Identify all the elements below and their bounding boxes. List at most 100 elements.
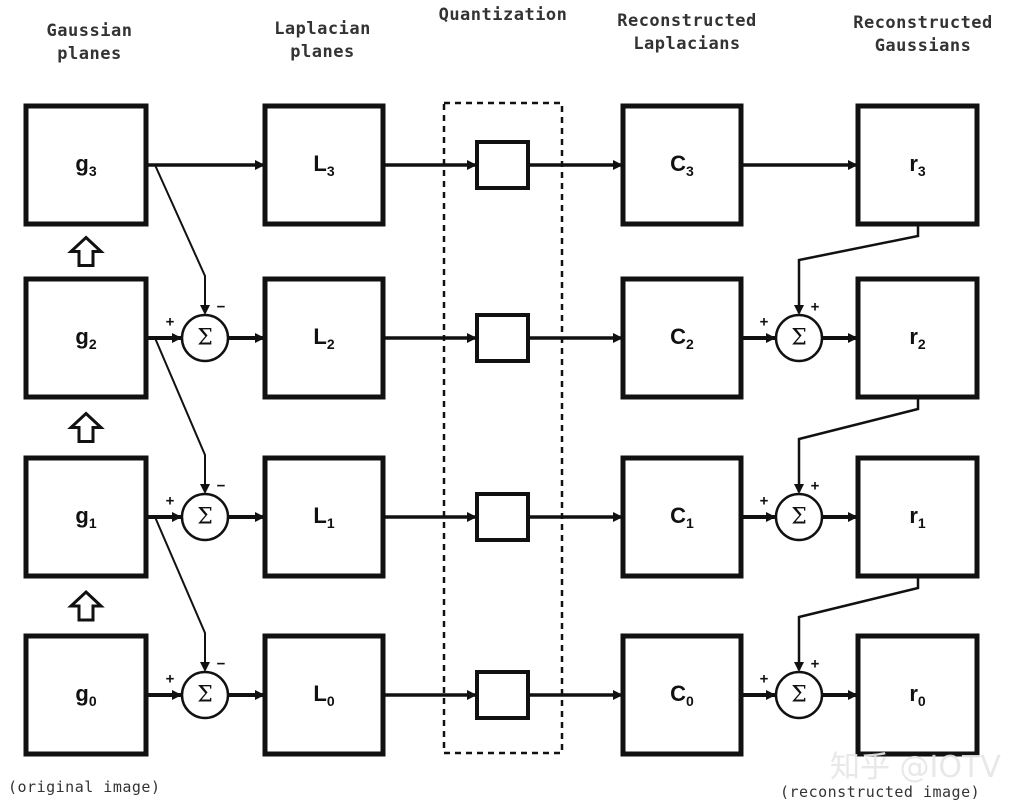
level-1-r-upsample-arrow [794, 484, 804, 494]
g-label-0-letter: g [75, 681, 89, 706]
level-0-g-expand-arrow [200, 662, 210, 672]
level-0-sum-to-r-arrow [848, 690, 858, 700]
C-label-2: C2 [670, 324, 694, 352]
L-label-3: L3 [313, 151, 334, 179]
level-0-sum-to-L-arrow [255, 690, 265, 700]
r-label-0-letter: r [909, 681, 918, 706]
g-label-2-subscript: 2 [88, 336, 97, 352]
header-quantization: Quantization [438, 5, 568, 25]
r-label-1-letter: r [909, 503, 918, 528]
level-2-quantizer-to-C-arrow [613, 333, 623, 343]
level-0-r-upsample-arrow [794, 662, 804, 672]
level-0-g-expand-path [154, 516, 206, 670]
r-label-2: r2 [909, 324, 925, 352]
L-label-3-letter: L [313, 151, 327, 176]
C-box-0 [620, 633, 744, 757]
level-1-g-to-sum-arrow [172, 512, 182, 522]
g-label-0: g0 [75, 681, 96, 709]
L-label-0-subscript: 0 [326, 693, 335, 709]
reduce-arrow-icon-0 [67, 235, 105, 267]
level-2-sum-to-L-arrow [255, 333, 265, 343]
g-label-3-subscript: 3 [88, 163, 97, 179]
r-label-1: r1 [909, 503, 925, 531]
r-label-3-subscript: 3 [917, 163, 926, 179]
reduce-arrow-icon-1 [67, 411, 105, 443]
synthesis-sum-1-top-sign: + [810, 477, 820, 495]
C-label-2-letter: C [670, 324, 687, 349]
r-label-2-subscript: 2 [917, 336, 926, 352]
quantizer-box-1 [475, 492, 530, 542]
g-label-1-letter: g [75, 503, 89, 528]
synthesis-sum-1-left-sign: + [759, 492, 769, 510]
level-0-L-to-quantizer-arrow [467, 690, 477, 700]
L-label-0: L0 [313, 681, 334, 709]
analysis-sum-1-left-sign: + [165, 492, 175, 510]
g-box-0 [23, 633, 149, 757]
L-label-3-subscript: 3 [326, 163, 335, 179]
synthesis-sum-0-top-sign: + [810, 655, 820, 673]
L-label-2-subscript: 2 [326, 336, 335, 352]
analysis-sum-2-sigma-symbol: Σ [197, 325, 213, 351]
C-label-0-letter: C [670, 681, 687, 706]
level-1-L-to-quantizer-arrow [467, 512, 477, 522]
level-0-quantizer-to-C-arrow [613, 690, 623, 700]
synthesis-sum-2-left-sign: + [759, 313, 769, 331]
level-1-sum-to-L-arrow [255, 512, 265, 522]
synthesis-sum-2-top-sign: + [810, 298, 820, 316]
g-label-0-subscript: 0 [88, 693, 97, 709]
L-label-1-subscript: 1 [326, 515, 335, 531]
g-box-3 [23, 103, 149, 227]
level-1-quantizer-to-C-arrow [613, 512, 623, 522]
level-1-g-expand-path [154, 337, 206, 492]
C-label-1-letter: C [670, 503, 687, 528]
L-label-0-letter: L [313, 681, 327, 706]
level-2-r-upsample-arrow [794, 305, 804, 315]
L-label-1: L1 [313, 503, 334, 531]
synthesis-sum-0-left-sign: + [759, 670, 769, 688]
r-label-1-subscript: 1 [917, 515, 926, 531]
level-1-r-upsample-path [797, 397, 920, 492]
watermark: 知乎 @IOTV [830, 750, 1001, 785]
quantizer-box-0 [475, 670, 530, 720]
level-3-g-to-L-arrow [255, 160, 265, 170]
g-label-1-subscript: 1 [88, 515, 97, 531]
synthesis-sum-0-sigma-symbol: Σ [791, 682, 807, 708]
C-label-3: C3 [670, 151, 694, 179]
analysis-sum-0-top-sign: − [216, 655, 226, 673]
analysis-sum-0-left-sign: + [165, 670, 175, 688]
level-1-sum-to-r-arrow [848, 512, 858, 522]
C-label-3-subscript: 3 [686, 163, 694, 179]
level-0-r-upsample-path [797, 576, 920, 670]
L-box-2 [262, 276, 386, 400]
r-box-3 [855, 103, 980, 227]
header-reconstructed-laplacians: Reconstructed Laplacians [617, 11, 757, 54]
level-0-g-to-sum-arrow [172, 690, 182, 700]
header-gaussian-planes: Gaussian planes [46, 21, 133, 64]
level-3-C-to-r-arrow [848, 160, 858, 170]
r-label-3: r3 [909, 151, 925, 179]
C-label-0-subscript: 0 [686, 693, 694, 709]
level-2-sum-to-r-arrow [848, 333, 858, 343]
level-2-g-to-sum-arrow [172, 333, 182, 343]
L-label-2-letter: L [313, 324, 327, 349]
C-label-0: C0 [670, 681, 694, 709]
quantizer-box-2 [475, 313, 530, 363]
analysis-sum-1-top-sign: − [216, 477, 226, 495]
analysis-sum-1-sigma-symbol: Σ [197, 504, 213, 530]
level-1-g-expand-arrow [200, 484, 210, 494]
C-label-3-letter: C [670, 151, 687, 176]
footer-reconstructed-image: (reconstructed image) [780, 783, 981, 801]
g-label-3: g3 [75, 151, 96, 179]
r-label-0: r0 [909, 681, 925, 709]
r-label-3-letter: r [909, 151, 918, 176]
r-box-0 [855, 633, 980, 757]
C-box-3 [620, 103, 744, 227]
C-label-1: C1 [670, 503, 694, 531]
L-label-1-letter: L [313, 503, 327, 528]
g-label-2-letter: g [75, 324, 89, 349]
synthesis-sum-1-sigma-symbol: Σ [791, 504, 807, 530]
C-label-1-subscript: 1 [686, 515, 694, 531]
L-box-1 [262, 455, 386, 579]
footer-original-image: (original image) [8, 778, 161, 796]
